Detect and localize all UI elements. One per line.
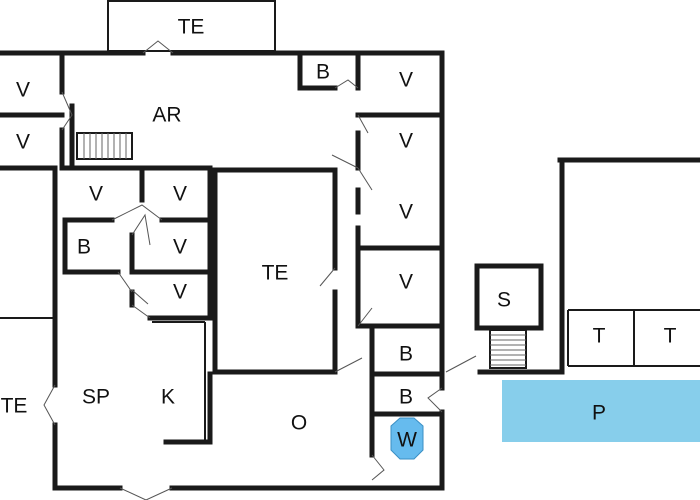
s-building	[474, 263, 544, 369]
room-label-o: O	[291, 412, 307, 435]
room-label-te-left: TE	[1, 395, 28, 418]
room-labels: TE V V AR B V V V V V V V V B TE TE SP K…	[1, 16, 677, 452]
stairs-ar	[76, 132, 133, 160]
room-label-t-2: T	[664, 325, 677, 348]
room-label-v-right-3: V	[399, 201, 413, 224]
room-label-v-right-1: V	[399, 69, 413, 92]
room-label-sp: SP	[82, 386, 110, 409]
center-te-walls	[212, 167, 338, 375]
room-label-t-1: T	[593, 325, 606, 348]
room-label-v-left-top: V	[16, 79, 30, 102]
room-label-v-mid-1: V	[89, 183, 103, 206]
east-wing-walls	[355, 187, 445, 458]
room-label-w: W	[397, 429, 417, 452]
well-marker	[390, 417, 424, 460]
pool-area	[502, 380, 700, 442]
north-wing-walls	[0, 50, 445, 171]
middle-cluster-walls	[62, 165, 213, 445]
room-label-te-top: TE	[178, 16, 205, 39]
room-label-v-mid-2: V	[173, 183, 187, 206]
annex-walls	[477, 157, 700, 375]
room-label-s: S	[497, 289, 511, 312]
room-label-p: P	[592, 402, 606, 425]
room-label-b-lower-2: B	[399, 386, 413, 409]
room-label-v-right-4: V	[399, 271, 413, 294]
room-label-v-mid-3: V	[173, 236, 187, 259]
room-label-v-mid-4: V	[173, 281, 187, 304]
room-label-v-left-bottom: V	[16, 131, 30, 154]
room-label-ar: AR	[152, 104, 181, 127]
room-label-k: K	[161, 386, 175, 409]
door-swings	[43, 40, 477, 500]
room-label-b-lower-1: B	[399, 343, 413, 366]
exterior-walls	[0, 0, 445, 491]
room-label-v-right-2: V	[399, 130, 413, 153]
room-label-te-center: TE	[262, 262, 289, 285]
room-label-b-mid: B	[77, 236, 91, 259]
room-label-b-top: B	[316, 61, 330, 84]
